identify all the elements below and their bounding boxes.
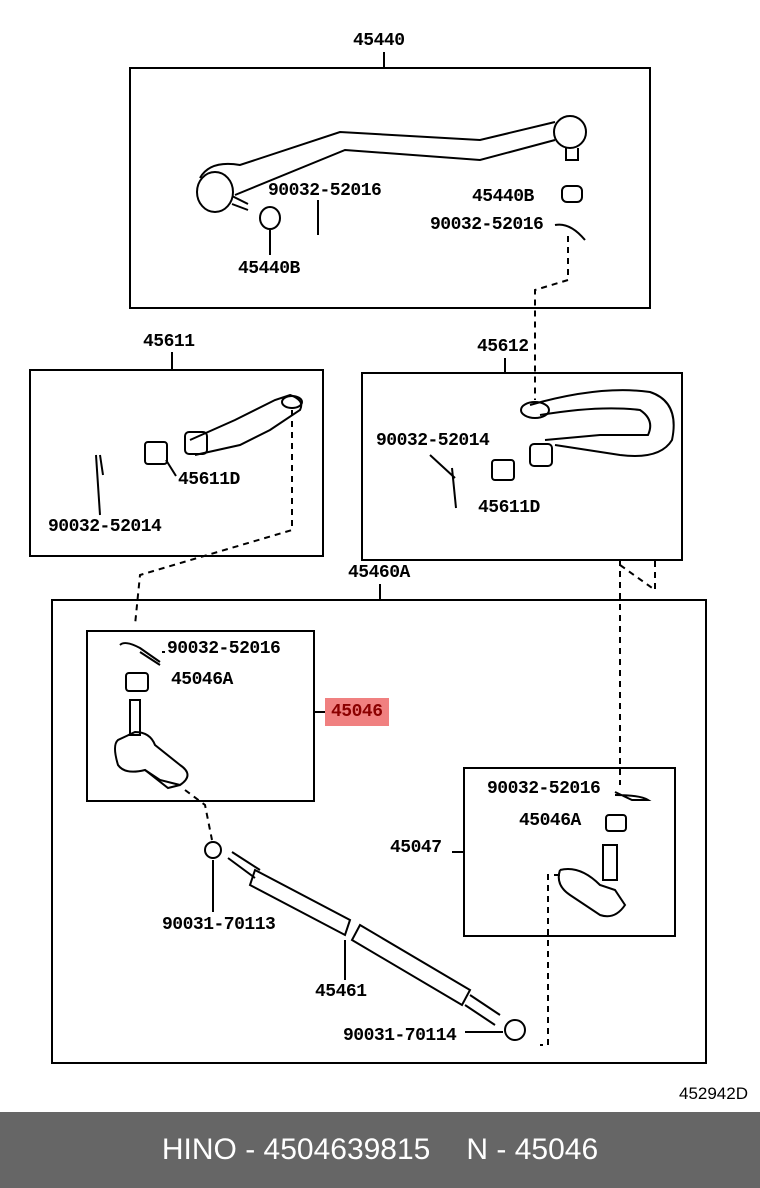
drawing-code: 452942D [678, 1084, 748, 1103]
part-label-45047[interactable]: 45047 [390, 838, 442, 858]
group-box-45440 [129, 67, 651, 309]
part-label[interactable]: 90031-70113 [162, 915, 276, 935]
part-label-45460A[interactable]: 45460A [348, 563, 410, 583]
group-box-45611 [29, 369, 324, 557]
part-label[interactable]: 90031-70114 [343, 1026, 457, 1046]
part-label-45612[interactable]: 45612 [477, 337, 529, 357]
footer-bar: HINO - 4504639815 N - 45046 [0, 1112, 760, 1188]
part-label[interactable]: 45440B [238, 259, 300, 279]
part-label[interactable]: 90032-52016 [167, 639, 281, 659]
part-label-45440[interactable]: 45440 [353, 31, 405, 51]
part-label[interactable]: 90032-52016 [268, 181, 382, 201]
part-label[interactable]: 45611D [178, 470, 240, 490]
part-label[interactable]: 45440B [472, 187, 534, 207]
part-label[interactable]: 45611D [478, 498, 540, 518]
part-label[interactable]: 90032-52016 [487, 779, 601, 799]
part-label-45611[interactable]: 45611 [143, 332, 195, 352]
group-box-45046 [86, 630, 315, 802]
part-label[interactable]: 90032-52016 [430, 215, 544, 235]
oem-part-number: N - 45046 [466, 1133, 599, 1166]
part-label-45461[interactable]: 45461 [315, 982, 367, 1002]
parts-diagram-drawing [29, 52, 707, 1064]
part-label[interactable]: 90032-52014 [376, 431, 490, 451]
highlighted-part-label-45046[interactable]: 45046 [325, 698, 389, 726]
part-label[interactable]: 45046A [171, 670, 233, 690]
group-box-45612 [361, 372, 683, 561]
part-label[interactable]: 45046A [519, 811, 581, 831]
brand-part-number: HINO - 4504639815 [161, 1133, 431, 1166]
part-label[interactable]: 90032-52014 [48, 517, 162, 537]
